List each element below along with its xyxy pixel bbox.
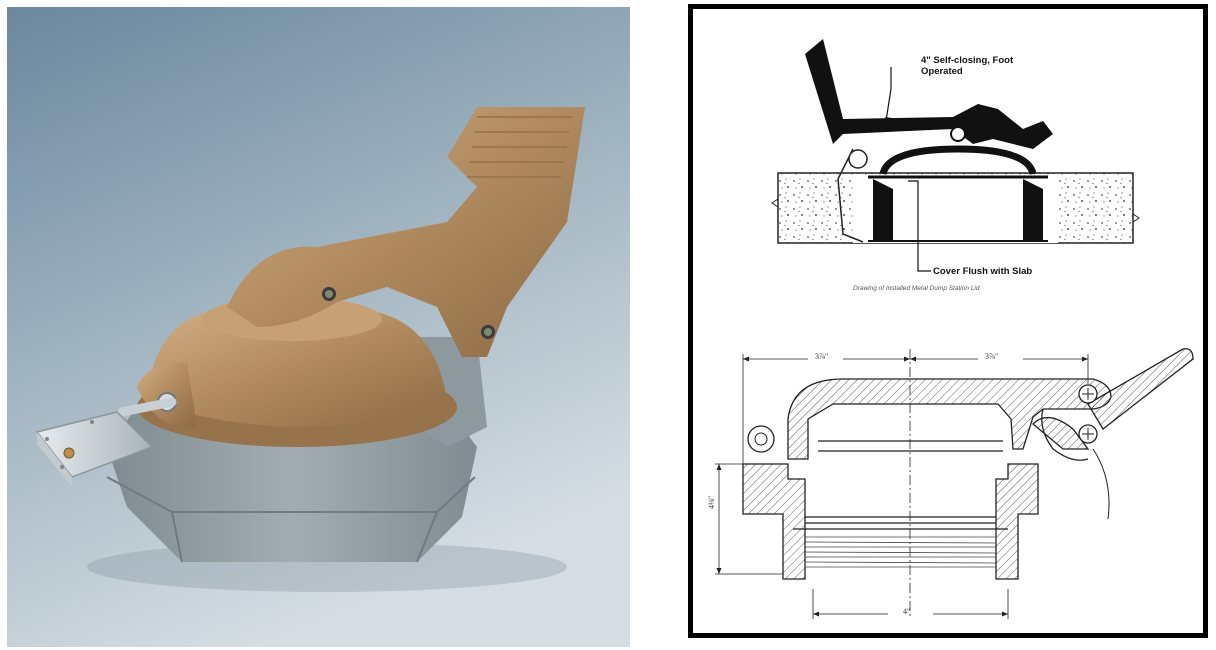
cover-dome [879,145,1037,176]
product-photo [7,7,630,647]
body-section-left [742,463,806,580]
body-section-right [995,463,1039,580]
drawing-linework [715,39,1194,619]
label-self-closing: 4" Self-closing, Foot Operated [921,55,1014,77]
body-wall-left [873,179,893,241]
drawing-caption: Drawing of Installed Metal Dump Station … [853,285,980,292]
body-wall-right [1023,179,1043,241]
product-photo-illustration [7,7,630,647]
dim-right-top: 3⅞" [985,352,999,361]
threads [804,536,997,568]
dim-left-top: 3⅞" [815,352,829,361]
foot-lever-drawing [805,39,1053,149]
technical-drawing: 4" Self-closing, Foot Operated Cover Flu… [688,4,1208,638]
foot-pedal-lever [227,107,585,357]
label-cover-flush: Cover Flush with Slab [933,266,1033,277]
lever-section [1087,348,1194,430]
dim-bottom: 4" [903,607,911,616]
dim-height: 4⅛" [707,495,716,509]
bronze-lid [147,312,447,427]
lock-shackle [117,397,177,417]
gray-base [107,407,477,562]
